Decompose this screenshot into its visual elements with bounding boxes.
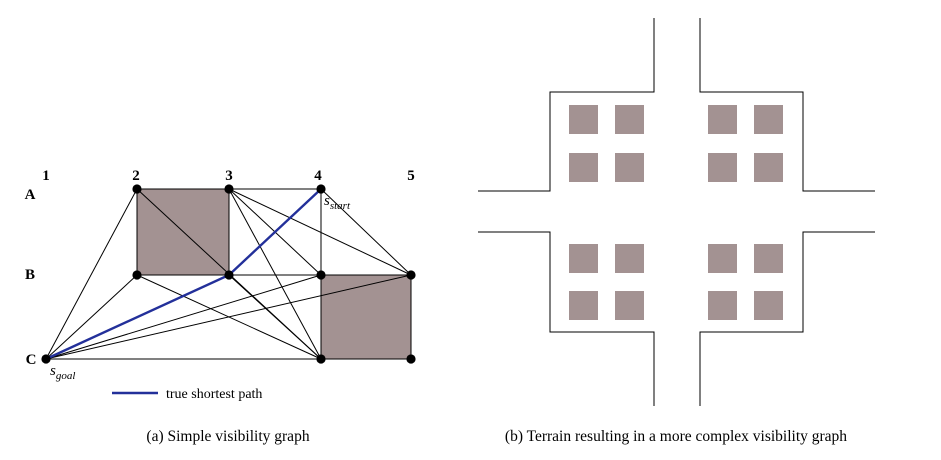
- node-2A: [132, 184, 142, 194]
- obstacle-block: [708, 105, 737, 134]
- node-5B: [406, 270, 416, 280]
- terrain-obstacles: [569, 105, 783, 320]
- wall-top-right: [699, 18, 875, 192]
- legend: true shortest path: [112, 387, 262, 402]
- wall-bottom-right: [699, 231, 875, 406]
- obstacle-block: [754, 291, 783, 320]
- start-label: sstart: [324, 193, 351, 212]
- terrain-walls: [478, 18, 875, 406]
- obstacle-block: [615, 153, 644, 182]
- node-2B: [132, 270, 142, 280]
- panel-a-simple-visibility-graph: 1 2 3 4 5 A B C sstart sgoal true shorte…: [25, 168, 416, 445]
- column-label-3: 3: [225, 168, 233, 184]
- column-label-5: 5: [407, 168, 415, 184]
- graph-nodes: [41, 184, 416, 364]
- obstacle-block: [569, 291, 598, 320]
- node-3A: [224, 184, 234, 194]
- node-5C: [406, 354, 416, 364]
- column-label-1: 1: [42, 168, 50, 184]
- obstacle-square-lower: [320, 274, 412, 360]
- obstacle-block: [754, 153, 783, 182]
- node-4B: [316, 270, 326, 280]
- edge: [45, 274, 138, 360]
- obstacle-block: [569, 244, 598, 273]
- obstacle-block: [754, 244, 783, 273]
- edge: [45, 274, 412, 360]
- edge: [45, 188, 138, 360]
- goal-label: sgoal: [50, 363, 75, 382]
- legend-text: true shortest path: [166, 387, 262, 402]
- node-4A-start: [316, 184, 326, 194]
- obstacle-block: [569, 105, 598, 134]
- edge: [45, 274, 322, 360]
- node-3B: [224, 270, 234, 280]
- obstacle-block: [615, 244, 644, 273]
- node-4C: [316, 354, 326, 364]
- panel-b-terrain: (b) Terrain resulting in a more complex …: [478, 18, 875, 445]
- wall-top-left: [478, 18, 655, 192]
- edge: [228, 188, 322, 360]
- row-label-C: C: [26, 352, 37, 368]
- obstacle-block: [754, 105, 783, 134]
- obstacle-block: [569, 153, 598, 182]
- obstacle-block: [615, 291, 644, 320]
- column-label-4: 4: [314, 168, 322, 184]
- obstacle-block: [708, 291, 737, 320]
- wall-bottom-left: [478, 231, 655, 406]
- edge: [228, 188, 412, 276]
- obstacle-block: [708, 153, 737, 182]
- obstacle-block: [615, 105, 644, 134]
- edge: [320, 188, 412, 276]
- obstacle-block: [708, 244, 737, 273]
- caption-b: (b) Terrain resulting in a more complex …: [505, 428, 847, 445]
- row-label-A: A: [25, 187, 36, 203]
- column-label-2: 2: [132, 168, 140, 184]
- node-1C-goal: [41, 354, 51, 364]
- row-label-B: B: [25, 267, 35, 283]
- caption-a: (a) Simple visibility graph: [146, 428, 309, 445]
